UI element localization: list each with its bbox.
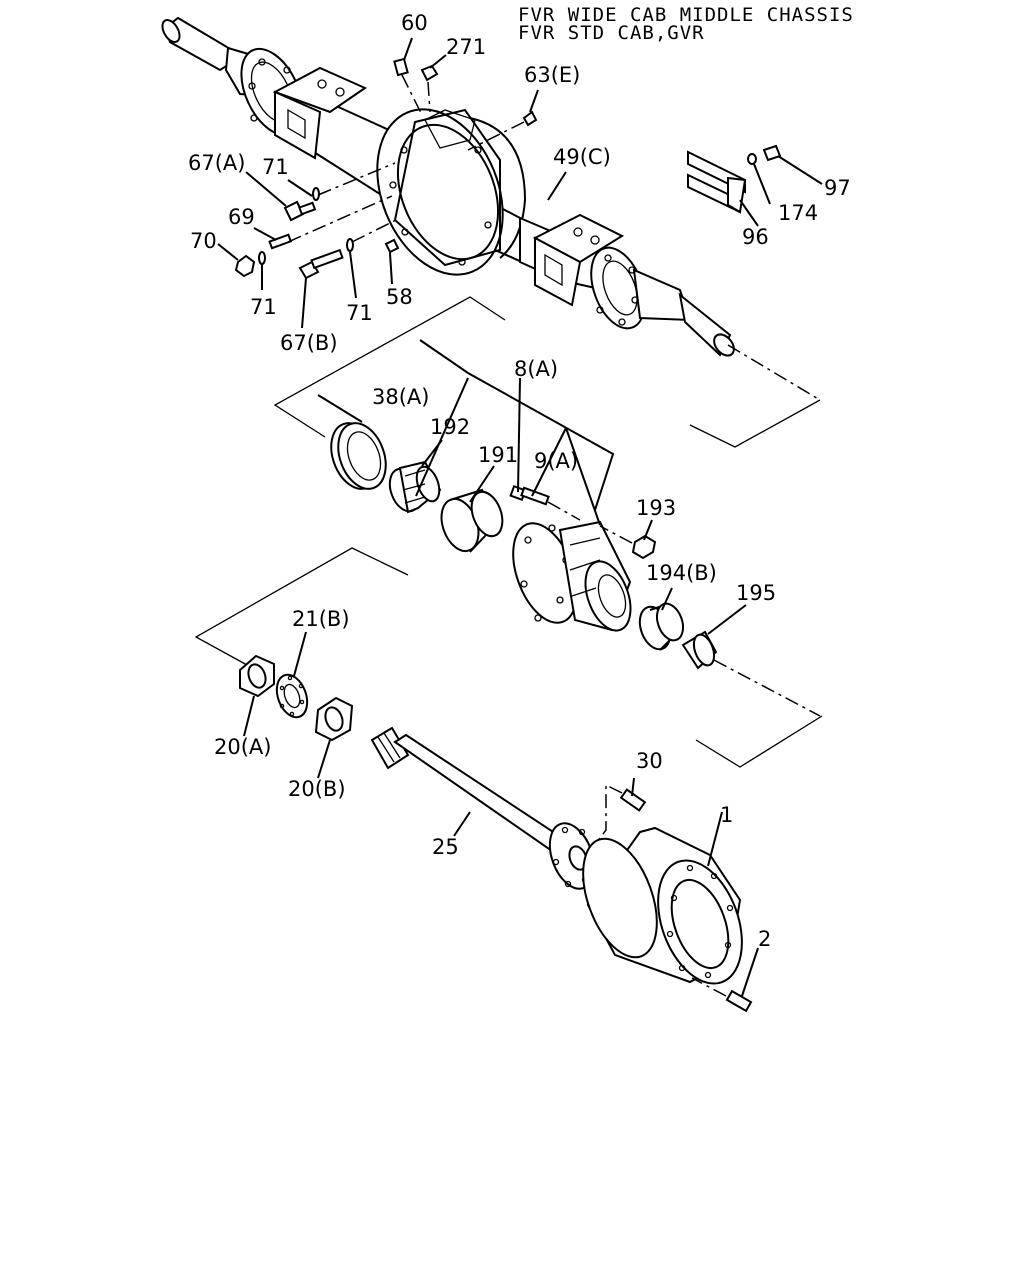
callout-71-right: 71 (346, 301, 373, 325)
callout-60: 60 (401, 11, 428, 35)
callout-30: 30 (636, 749, 663, 773)
callout-174: 174 (778, 201, 818, 225)
housing-hardware (234, 57, 782, 280)
callout-20b: 20(B) (288, 777, 346, 801)
callout-58: 58 (386, 285, 413, 309)
callout-191: 191 (478, 443, 518, 467)
housing-guide-lines (287, 74, 821, 401)
hub-assembly-frame (273, 296, 821, 448)
axle-housing-drawing (161, 16, 735, 357)
callout-193: 193 (636, 496, 676, 520)
callout-67a: 67(A) (188, 151, 245, 175)
header-line-2: FVR STD CAB,GVR (518, 22, 705, 44)
callout-69: 69 (228, 205, 255, 229)
leader-lines (217, 37, 823, 997)
callout-71-left: 71 (250, 295, 277, 319)
callout-192: 192 (430, 415, 470, 439)
header-line-1: FVR WIDE CAB MIDDLE CHASSIS (518, 4, 854, 26)
callout-71-upper: 71 (262, 155, 289, 179)
callout-49c: 49(C) (553, 145, 611, 169)
callout-194b: 194(B) (646, 561, 717, 585)
callout-20a: 20(A) (214, 735, 271, 759)
callout-67b: 67(B) (280, 331, 338, 355)
callout-9a: 9(A) (534, 449, 578, 473)
callout-38a: 38(A) (372, 385, 429, 409)
callout-labels: 60 271 63(E) 49(C) 67(A) 71 69 70 71 71 … (188, 11, 851, 951)
callout-195: 195 (736, 581, 776, 605)
callout-21b: 21(B) (292, 607, 350, 631)
callout-1: 1 (720, 803, 733, 827)
nut-group-frame (194, 547, 823, 768)
callout-2: 2 (758, 927, 771, 951)
callout-25: 25 (432, 835, 459, 859)
callout-96: 96 (742, 225, 769, 249)
callout-97: 97 (824, 176, 851, 200)
callout-63e: 63(E) (524, 63, 580, 87)
callout-271: 271 (446, 35, 486, 59)
callout-8a: 8(A) (514, 357, 558, 381)
shaft-and-drum-drawing (370, 726, 753, 1013)
callout-70: 70 (190, 229, 217, 253)
nut-parts-drawing (239, 654, 354, 742)
